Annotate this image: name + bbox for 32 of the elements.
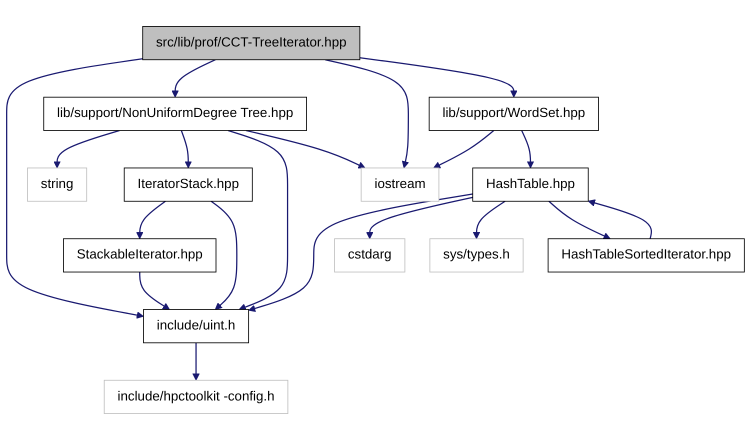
node-box: lib/support/WordSet.hpp <box>428 96 599 131</box>
node-box: string <box>27 168 88 202</box>
arrow <box>366 196 473 240</box>
arrow <box>433 130 494 168</box>
node-box: IteratorStack.hpp <box>124 168 253 202</box>
node-box: include/uint.h <box>143 309 250 344</box>
arrow <box>136 200 166 240</box>
arrow <box>472 200 506 240</box>
node-box: cstdarg <box>334 238 406 272</box>
arrow <box>548 200 611 240</box>
arrow <box>139 272 170 310</box>
node-box: HashTableSortedIterator.hpp <box>548 238 745 272</box>
arrow <box>192 342 200 381</box>
node-box: include/hpctoolkit -config.h <box>104 380 288 414</box>
node-box: lib/support/NonUniformDegree Tree.hpp <box>43 96 307 131</box>
node-box: src/lib/prof/CCT-TreeIterator.hpp <box>142 26 360 60</box>
arrow <box>180 130 192 168</box>
arrow <box>588 199 652 239</box>
arrow <box>521 130 534 168</box>
arrow <box>325 59 410 168</box>
node-box: sys/types.h <box>429 238 524 272</box>
arrow <box>248 193 473 312</box>
arrow <box>172 59 216 98</box>
arrow <box>360 57 518 98</box>
node-box: StackableIterator.hpp <box>63 238 216 272</box>
arrow <box>228 130 288 311</box>
arrow <box>210 200 238 310</box>
node-box: HashTable.hpp <box>472 168 589 202</box>
arrow <box>246 130 366 168</box>
arrow <box>6 58 144 319</box>
node-box: iostream <box>360 168 440 202</box>
arrow <box>53 130 120 168</box>
